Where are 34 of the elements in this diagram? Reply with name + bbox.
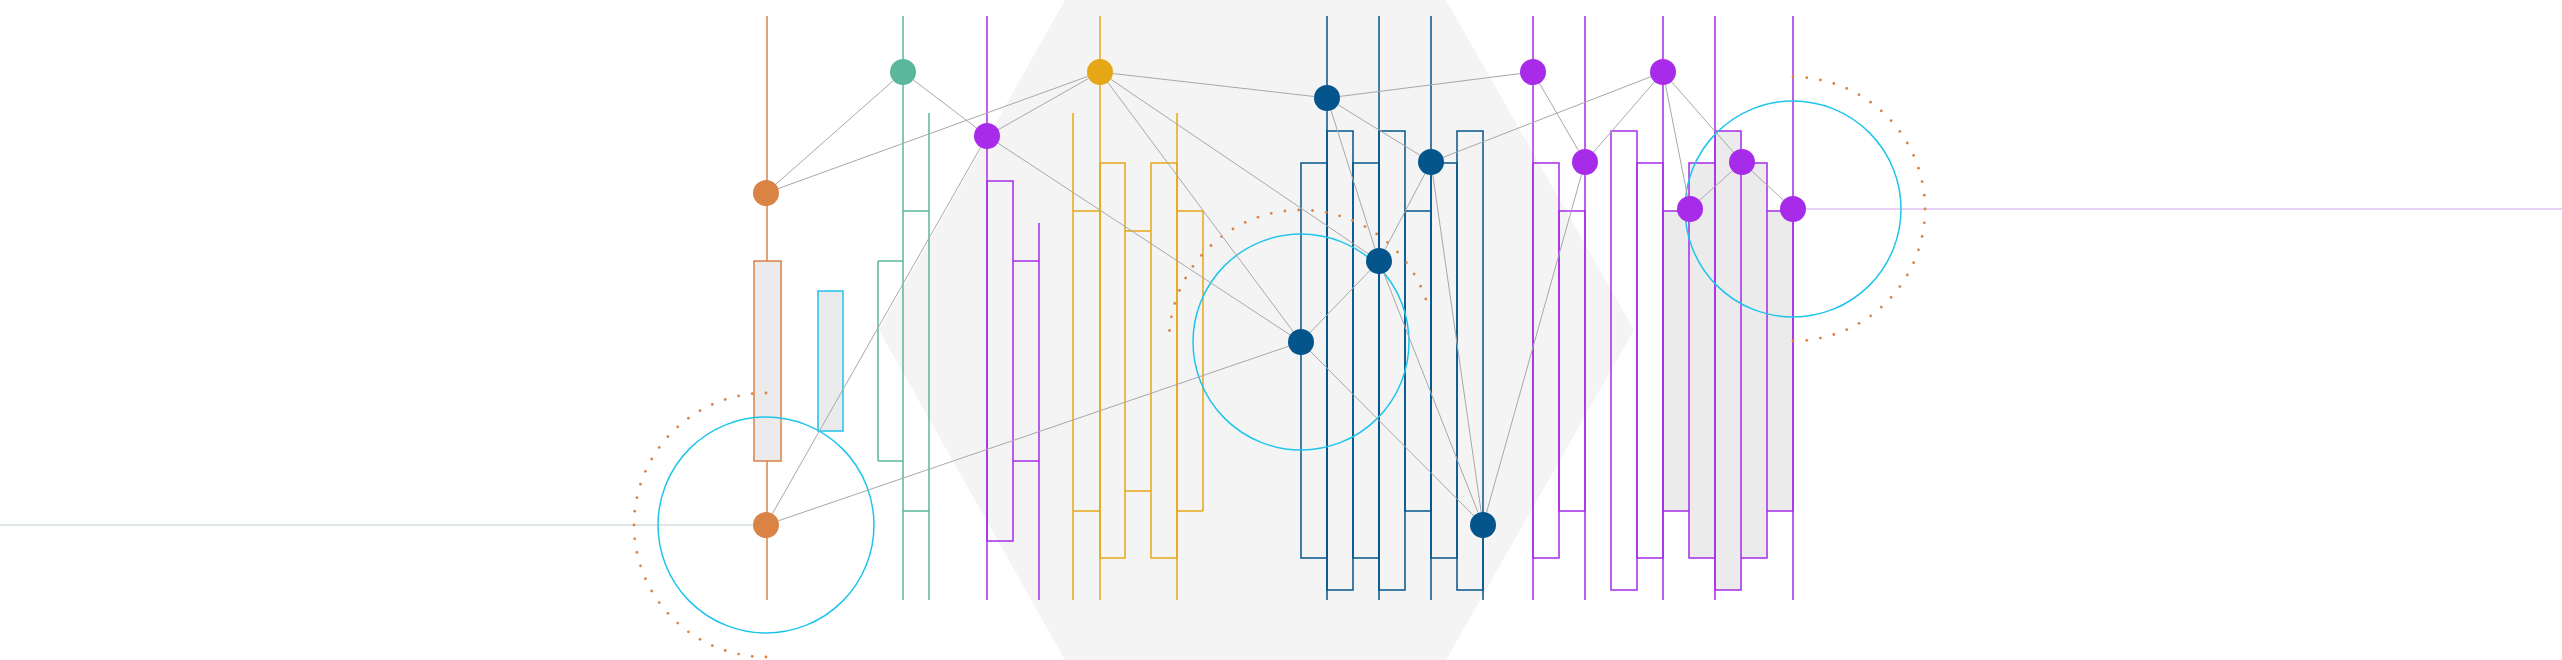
connector-line	[771, 146, 982, 515]
node-dot	[974, 123, 1000, 149]
connector-line	[997, 77, 1090, 131]
node-dot	[1650, 59, 1676, 85]
connector-line	[1110, 78, 1369, 255]
connector-line	[1384, 173, 1426, 250]
connector-line	[1486, 174, 1582, 513]
node-dot	[1572, 149, 1598, 175]
node-dot	[753, 512, 779, 538]
connector-line	[1699, 170, 1733, 201]
connector-line	[1339, 73, 1521, 97]
connector-line	[1432, 174, 1482, 513]
connector-line	[1112, 73, 1315, 97]
connector-line	[997, 142, 1291, 336]
connector-line	[1751, 170, 1784, 201]
connector-line	[1330, 109, 1376, 250]
connector-line	[775, 80, 894, 185]
node-dot	[1780, 196, 1806, 222]
connector-line	[1309, 269, 1371, 334]
connector-line	[1337, 104, 1421, 156]
connector-line	[777, 75, 1089, 190]
connector-line	[912, 79, 978, 129]
connector-line	[1107, 81, 1294, 333]
connector-line	[1442, 76, 1652, 158]
connector-line	[1671, 81, 1734, 153]
node-dot	[890, 59, 916, 85]
connector-line	[1593, 81, 1655, 153]
connector-line	[1539, 82, 1579, 152]
connector-line	[1309, 350, 1475, 517]
connector-line	[777, 345, 1290, 522]
connector-line	[1383, 272, 1479, 514]
node-dot	[753, 180, 779, 206]
connector-line	[1665, 84, 1688, 197]
node-dot	[1520, 59, 1546, 85]
